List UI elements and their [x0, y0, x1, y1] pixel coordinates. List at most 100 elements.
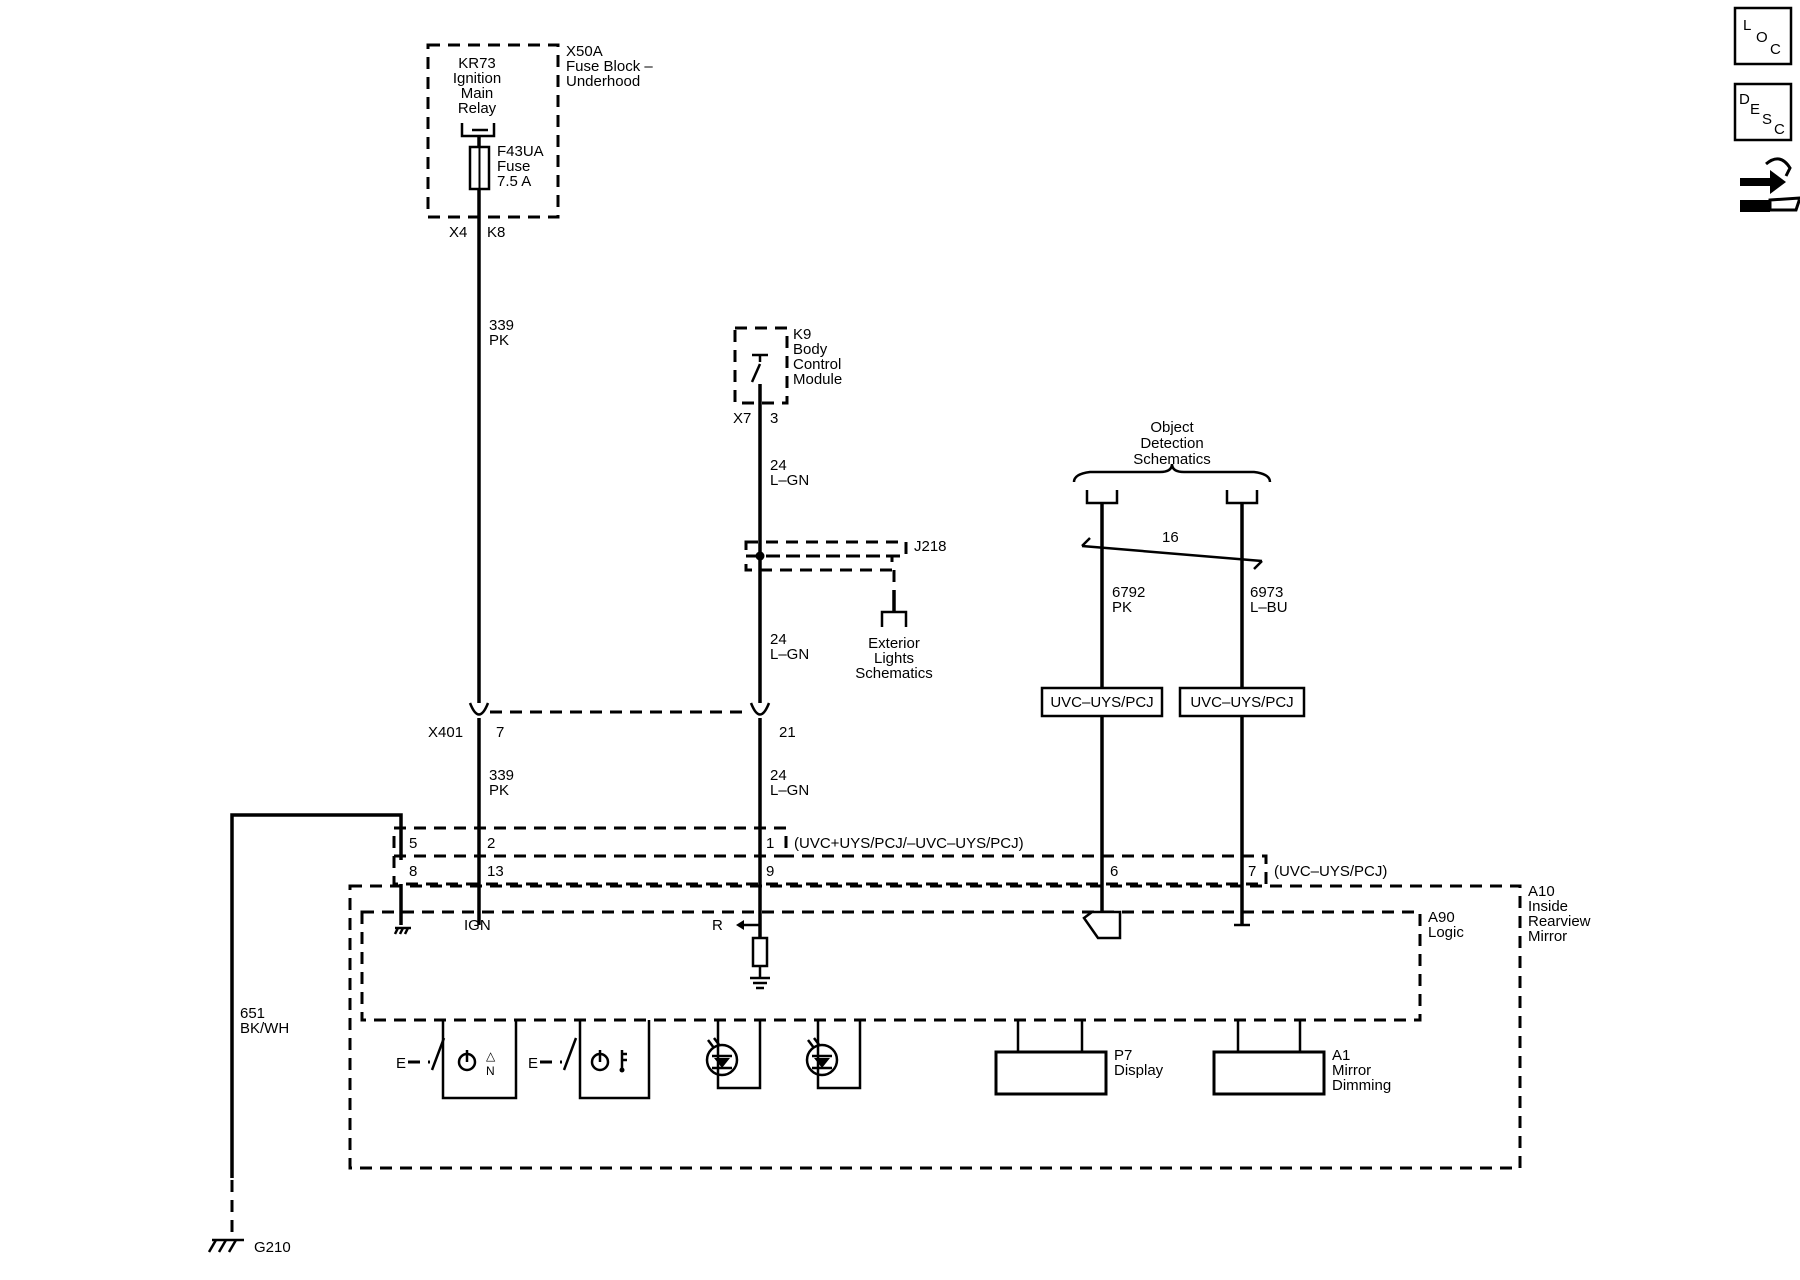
svg-text:C: C [1774, 121, 1785, 138]
ground-g210: G210 [207, 1238, 291, 1256]
svg-text:651: 651 [240, 1005, 265, 1022]
svg-text:Detection: Detection [1140, 435, 1203, 452]
chassis-ground-icon [393, 926, 411, 935]
svg-text:1: 1 [766, 835, 774, 852]
svg-text:C: C [1770, 41, 1781, 58]
svg-text:PK: PK [1112, 599, 1132, 616]
svg-text:A90: A90 [1428, 909, 1455, 926]
svg-text:J218: J218 [914, 538, 947, 555]
svg-text:Fuse: Fuse [497, 158, 530, 175]
svg-text:24: 24 [770, 457, 787, 474]
svg-text:P7: P7 [1114, 1047, 1132, 1064]
svg-text:6: 6 [1110, 863, 1118, 880]
svg-text:Dimming: Dimming [1332, 1077, 1391, 1094]
display-p7: P7 Display [994, 1020, 1164, 1096]
svg-text:Logic: Logic [1428, 924, 1464, 941]
body-control-module-k9: K9 Body Control Module [733, 326, 842, 405]
svg-text:F43UA: F43UA [497, 143, 544, 160]
svg-text:O: O [1756, 29, 1768, 46]
svg-text:A10: A10 [1528, 883, 1555, 900]
svg-text:339: 339 [489, 317, 514, 334]
led-right [805, 1020, 862, 1090]
svg-text:7.5 A: 7.5 A [497, 173, 531, 190]
svg-text:Schematics: Schematics [855, 665, 933, 682]
svg-text:N: N [486, 1064, 495, 1078]
svg-text:(UVC+UYS/PCJ/–UVC–UYS/PCJ): (UVC+UYS/PCJ/–UVC–UYS/PCJ) [794, 835, 1024, 852]
svg-text:Exterior: Exterior [868, 635, 920, 652]
svg-text:X50A: X50A [566, 43, 603, 60]
svg-text:E: E [396, 1055, 406, 1072]
svg-text:△: △ [486, 1049, 496, 1063]
switch-left: E △ N [396, 1020, 518, 1100]
svg-text:UVC–UYS/PCJ: UVC–UYS/PCJ [1050, 694, 1153, 711]
svg-text:5: 5 [409, 835, 417, 852]
svg-text:2: 2 [487, 835, 495, 852]
svg-text:Module: Module [793, 371, 842, 388]
mirror-dimming-a1: A1 Mirror Dimming [1212, 1020, 1391, 1096]
svg-text:BK/WH: BK/WH [240, 1020, 289, 1037]
svg-text:21: 21 [779, 724, 796, 741]
wire-339-pk: 339 PK 339 PK [477, 136, 514, 925]
svg-text:24: 24 [770, 631, 787, 648]
pin-k8: K8 [487, 224, 505, 241]
inline-connector-x401: X401 7 21 [428, 702, 796, 741]
svg-text:Inside: Inside [1528, 898, 1568, 915]
svg-text:E: E [528, 1055, 538, 1072]
svg-text:Fuse Block –: Fuse Block – [566, 58, 653, 75]
connector-row-2: 8 13 9 6 7 (UVC–UYS/PCJ) [392, 854, 1387, 886]
svg-text:Object: Object [1150, 419, 1194, 436]
svg-text:7: 7 [496, 724, 504, 741]
ign-label: IGN [464, 917, 491, 934]
r-terminal: R [712, 917, 760, 934]
loc-icon[interactable]: L O C [1733, 6, 1793, 66]
logic-a90: A90 Logic [360, 909, 1464, 1022]
svg-text:PK: PK [489, 332, 509, 349]
svg-text:Control: Control [793, 356, 841, 373]
svg-text:Body: Body [793, 341, 828, 358]
svg-text:KR73: KR73 [458, 55, 496, 72]
svg-text:6973: 6973 [1250, 584, 1283, 601]
option-box-right: UVC–UYS/PCJ [1178, 686, 1306, 718]
svg-text:S: S [1762, 111, 1772, 128]
svg-text:D: D [1739, 91, 1750, 108]
relay-kr73: KR73 Ignition Main Relay [453, 55, 501, 138]
connector-row-1: 5 2 1 (UVC+UYS/PCJ/–UVC–UYS/PCJ) [392, 826, 1024, 858]
svg-text:339: 339 [489, 767, 514, 784]
svg-text:Mirror: Mirror [1332, 1062, 1371, 1079]
svg-text:7: 7 [1248, 863, 1256, 880]
svg-text:Main: Main [461, 85, 494, 102]
svg-text:9: 9 [766, 863, 774, 880]
twisted-pair-16: 16 [1081, 529, 1263, 570]
svg-text:Rearview: Rearview [1528, 913, 1591, 930]
svg-text:(UVC–UYS/PCJ): (UVC–UYS/PCJ) [1274, 863, 1387, 880]
connector-x7: X7 [733, 410, 751, 427]
svg-text:E: E [1750, 101, 1760, 118]
svg-text:R: R [712, 917, 723, 934]
svg-text:G210: G210 [254, 1239, 291, 1256]
fuse-f43ua: F43UA Fuse 7.5 A [468, 143, 544, 191]
splice-j218: J218 Exterior Lights Schematics [744, 538, 947, 682]
svg-text:Mirror: Mirror [1528, 928, 1567, 945]
pin-3: 3 [770, 410, 778, 427]
desc-icon[interactable]: D E S C [1733, 82, 1793, 142]
svg-text:6792: 6792 [1112, 584, 1145, 601]
svg-text:8: 8 [409, 863, 417, 880]
fuse-block-x50a: X50A Fuse Block – Underhood [426, 43, 653, 219]
option-box-left: UVC–UYS/PCJ [1040, 686, 1164, 718]
svg-text:16: 16 [1162, 529, 1179, 546]
object-sensor-symbol [1082, 910, 1122, 940]
svg-text:L–GN: L–GN [770, 646, 809, 663]
resistor [750, 936, 770, 990]
svg-text:K9: K9 [793, 326, 811, 343]
svg-text:L: L [1743, 17, 1751, 34]
svg-text:Relay: Relay [458, 100, 497, 117]
svg-text:X401: X401 [428, 724, 463, 741]
connector-tool-icon[interactable] [1740, 157, 1800, 212]
svg-text:L–GN: L–GN [770, 472, 809, 489]
svg-text:L–BU: L–BU [1250, 599, 1288, 616]
svg-text:13: 13 [487, 863, 504, 880]
svg-text:L–GN: L–GN [770, 782, 809, 799]
svg-text:Underhood: Underhood [566, 73, 640, 90]
switch-right: E [528, 1020, 651, 1100]
